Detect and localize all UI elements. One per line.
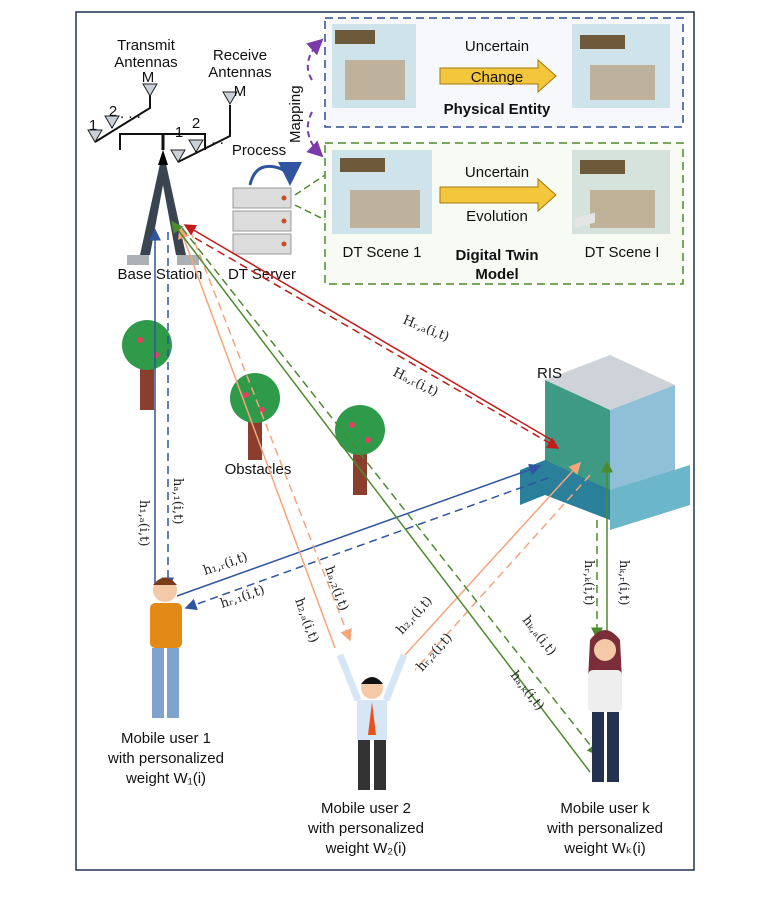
user-2-label: Mobile user 2: [321, 800, 411, 817]
user-k-label-line2: with personalized: [546, 820, 663, 837]
channel-label-hr1: hᵣ,₁(i,t): [218, 583, 266, 612]
tree-icon: [230, 373, 280, 460]
base-station-label: Base Station: [117, 266, 202, 283]
dt-server: [232, 161, 302, 255]
channel-label-ha2: hₐ,₂(i,t): [321, 564, 351, 613]
mobile-user-k: [588, 630, 622, 782]
tx-antenna-1-label: 1: [89, 117, 97, 134]
rx-antenna-m-label: M: [234, 83, 247, 100]
channel-ha2-line: [189, 229, 352, 642]
channel-hr2-line: [414, 474, 591, 671]
obstacles-label: Obstacles: [225, 461, 292, 478]
dt-scene-1-label: DT Scene 1: [343, 244, 422, 261]
tree-icon: [335, 405, 385, 495]
antenna-icons: [87, 83, 238, 163]
channel-label-hka: hₖ,ₐ(i,t): [519, 613, 559, 658]
process-loop-icon: [248, 161, 302, 186]
rx-antenna-1-label: 1: [175, 124, 183, 141]
outer-frame: [75, 11, 695, 871]
receive-antennas-label-line2: Antennas: [208, 64, 271, 81]
channel-h2a-line: [178, 226, 336, 649]
process-label: Process: [232, 142, 286, 159]
user-k-label: Mobile user k: [560, 800, 650, 817]
channel-label-h2a: h₂,ₐ(i,t): [291, 596, 321, 645]
physical-entity-title: Physical Entity: [444, 101, 551, 118]
mapping-label: Mapping: [287, 85, 304, 143]
mobile-user-1: [150, 577, 182, 718]
antenna-dots: . . .: [203, 131, 224, 148]
uncertain-evolution-arrow: [439, 177, 557, 213]
ris-building: [520, 212, 690, 530]
dt-model-title-line2: Model: [475, 266, 518, 283]
mapping-arrow-down: [306, 111, 324, 158]
channel-Har-line: [194, 237, 560, 449]
channel-label-h1a: h₁,ₐ(i,t): [136, 500, 151, 546]
digital-twin-panel: Uncertain Evolution DT Scene 1 DT Scene …: [324, 142, 684, 285]
arrow-label-bottom: Change: [471, 69, 524, 86]
mapping-arrow-up: [306, 38, 324, 81]
user-2-weight: weight W₂(i): [325, 840, 407, 857]
user-k-weight: weight Wₖ(i): [563, 840, 645, 857]
channel-label-hr2: hᵣ,₂(i,t): [414, 631, 456, 675]
dt-server-label: DT Server: [228, 266, 296, 283]
channel-label-h1r: h₁,ᵣ(i,t): [201, 550, 249, 579]
user-1-label: Mobile user 1: [121, 730, 211, 747]
arrow-label-bottom: Evolution: [466, 208, 528, 225]
channel-hr1-line: [184, 477, 549, 611]
channel-label-ha1: hₐ,₁(i,t): [170, 478, 185, 524]
channel-h2r-line: [404, 461, 582, 656]
channel-label-hrk: hᵣ,ₖ(i,t): [581, 560, 596, 605]
transmit-antennas-label: Transmit: [117, 37, 176, 54]
mobile-user-2: [336, 653, 408, 790]
tx-antenna-2-label: 2: [109, 103, 117, 120]
arrow-label-top: Uncertain: [465, 164, 529, 181]
channel-label-hkr: hₖ,ᵣ(i,t): [616, 560, 631, 605]
channel-h1r-line: [176, 463, 542, 597]
channel-hka-line: [171, 220, 591, 773]
channel-hak-line: [181, 227, 599, 757]
user-1-label-line2: with personalized: [107, 750, 224, 767]
channel-Hra-line: [183, 224, 556, 443]
ris-label: RIS: [537, 365, 562, 382]
tree-icon: [122, 320, 172, 410]
rx-antenna-2-label: 2: [192, 115, 200, 132]
receive-antennas-label: Receive: [213, 47, 267, 64]
server-dt-connector: [294, 174, 326, 221]
channel-label-Hra: Hᵣ,ₐ(i,t): [401, 313, 452, 345]
transmit-antennas-label-line2: Antennas: [114, 54, 177, 71]
user-1-weight: weight W₁(i): [125, 770, 206, 787]
channel-label-h2r: h₂,ᵣ(i,t): [394, 594, 436, 638]
antenna-dots: . . .: [120, 105, 141, 122]
user-2-label-line2: with personalized: [307, 820, 424, 837]
channel-label-hak: hₐ,ₖ(i,t): [507, 668, 547, 713]
arrow-label-top: Uncertain: [465, 38, 529, 55]
uncertain-change-arrow: [439, 58, 557, 94]
dt-model-title-line1: Digital Twin: [455, 247, 538, 264]
physical-entity-panel: Uncertain Change Physical Entity: [324, 17, 684, 128]
tx-antenna-m-label: M: [142, 69, 155, 86]
dt-scene-i-label: DT Scene I: [585, 244, 660, 261]
